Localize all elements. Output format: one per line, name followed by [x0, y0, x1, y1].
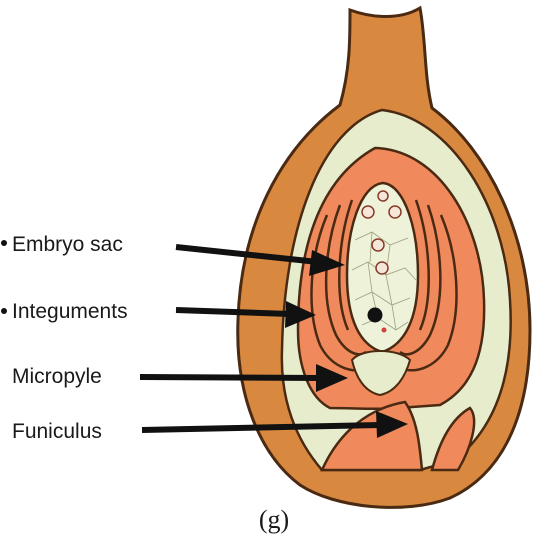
polar-nucleus-2 [376, 262, 388, 274]
antipodal-cell-3 [378, 191, 388, 201]
label-embryo-sac: Embryo sac [12, 233, 123, 256]
arrow-micropyle [140, 377, 320, 378]
bullet-embryo-sac [1, 240, 7, 246]
bullet-integuments [1, 308, 7, 314]
synergid [382, 328, 387, 333]
antipodal-cell-1 [362, 206, 374, 218]
label-funiculus: Funiculus [12, 420, 102, 443]
polar-nucleus-1 [372, 239, 384, 251]
antipodal-cell-2 [389, 206, 401, 218]
arrow-integuments [176, 310, 290, 314]
label-micropyle: Micropyle [12, 365, 102, 388]
egg-cell [368, 308, 382, 322]
figure-caption: (g) [259, 505, 289, 534]
label-integuments: Integuments [12, 300, 128, 323]
